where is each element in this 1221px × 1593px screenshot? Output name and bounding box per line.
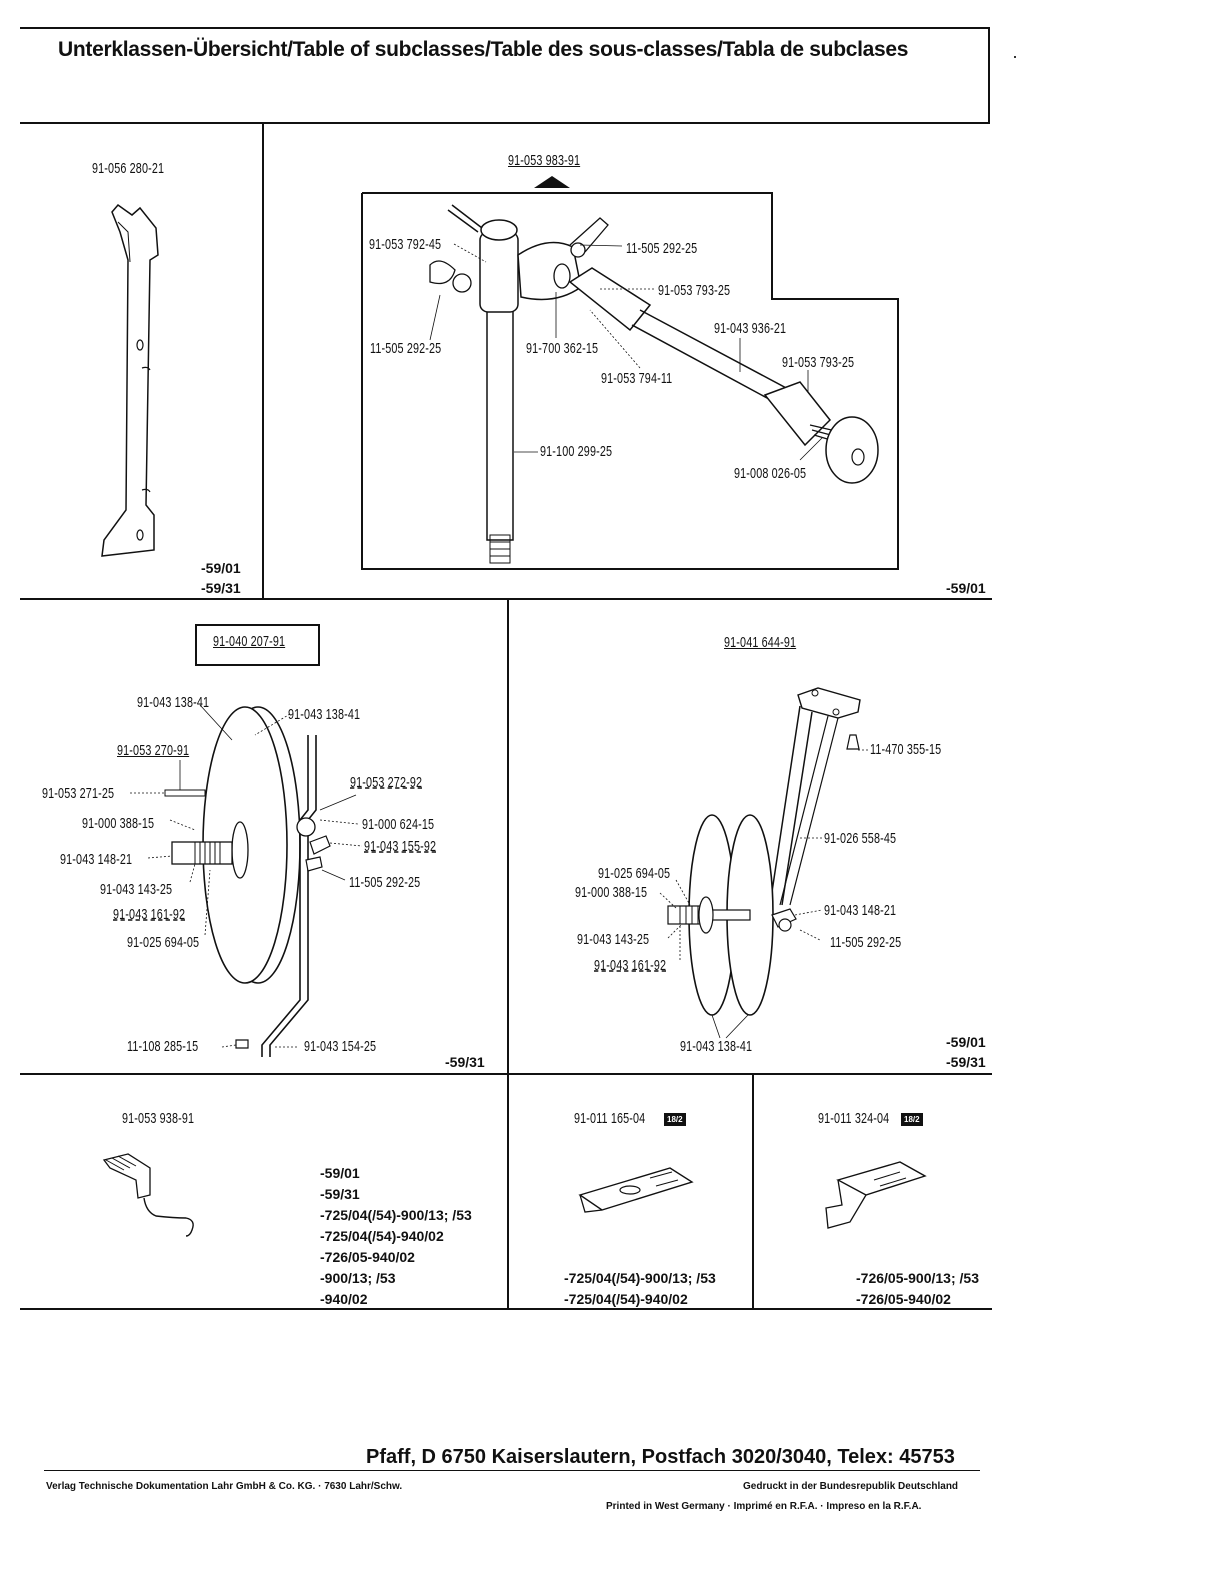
panel2-label-f: 91-700 362-15 (526, 340, 599, 357)
panel2-label-d: 91-053 793-25 (658, 282, 731, 299)
panel5-code-4: -725/04(/54)-940/02 (320, 1228, 444, 1244)
panel3-label-o: 91-043 154-25 (304, 1038, 377, 1055)
panel3-label-b: 91-043 138-41 (288, 706, 361, 723)
footer-rule (44, 1470, 980, 1471)
panel7-part-number: 91-011 324-04 (818, 1110, 890, 1127)
row2-divider (507, 598, 509, 1310)
panel3-code: -59/31 (445, 1054, 485, 1070)
panel3-label-f: 91-000 388-15 (82, 815, 155, 832)
panel4-label-h: 91-043 161-92 (594, 957, 667, 974)
panel1-code-1: -59/01 (201, 560, 241, 576)
panel2-label-i: 91-100 299-25 (540, 443, 613, 460)
panel7-code-1: -726/05-900/13; /53 (856, 1270, 979, 1286)
footer-publisher: Verlag Technische Dokumentation Lahr Gmb… (46, 1481, 403, 1492)
stray-dot (1014, 56, 1016, 58)
footer-printed-de: Gedruckt in der Bundesrepublik Deutschla… (743, 1481, 959, 1492)
row3-bottom-rule (20, 1308, 992, 1310)
panel4-label-a: 11-470 355-15 (870, 741, 942, 758)
panel3-label-i: 91-043 148-21 (60, 851, 133, 868)
panel3-label-n: 11-108 285-15 (127, 1038, 199, 1055)
panel5-part-number: 91-053 938-91 (122, 1110, 195, 1127)
panel3-label-d: 91-053 271-25 (42, 785, 115, 802)
panel2-label-e: 91-043 936-21 (714, 320, 787, 337)
panel3-label-g: 91-000 624-15 (362, 816, 435, 833)
panel4-label-d: 91-000 388-15 (575, 884, 648, 901)
panel2-label-b: 11-505 292-25 (626, 240, 698, 257)
header-right-rule (988, 27, 990, 124)
row2-top-rule (20, 598, 992, 600)
panel3-assembly-box (195, 624, 320, 666)
panel2-label-g: 91-053 793-25 (782, 354, 855, 371)
panel3-label-h: 91-043 155-92 (364, 838, 437, 855)
panel3-label-k: 91-043 143-25 (100, 881, 173, 898)
panel3-label-m: 91-025 694-05 (127, 934, 200, 951)
panel1-code-2: -59/31 (201, 580, 241, 596)
panel6-badge: 18/2 (664, 1113, 686, 1126)
panel5-code-7: -940/02 (320, 1291, 368, 1307)
row3-top-rule (20, 1073, 992, 1075)
panel2-label-h: 91-053 794-11 (601, 370, 673, 387)
panel5-code-5: -726/05-940/02 (320, 1249, 415, 1265)
panel3-label-e: 91-053 272-92 (350, 774, 423, 791)
footer-address: Pfaff, D 6750 Kaiserslautern, Postfach 3… (366, 1446, 955, 1468)
panel5-code-2: -59/31 (320, 1186, 360, 1202)
panel2-label-c: 11-505 292-25 (370, 340, 442, 357)
panel4-assembly-number: 91-041 644-91 (724, 634, 797, 651)
panel4-label-c: 91-025 694-05 (598, 865, 671, 882)
panel6-code-1: -725/04(/54)-900/13; /53 (564, 1270, 716, 1286)
panel6-code-2: -725/04(/54)-940/02 (564, 1291, 688, 1307)
header-top-rule (20, 27, 989, 29)
panel3-label-j: 11-505 292-25 (349, 874, 421, 891)
page-title: Unterklassen-Übersicht/Table of subclass… (58, 38, 909, 61)
panel1-part-number: 91-056 280-21 (92, 160, 165, 177)
panel2-label-a: 91-053 792-45 (369, 236, 442, 253)
row1-top-rule (20, 122, 990, 124)
panel2-label-j: 91-008 026-05 (734, 465, 807, 482)
panel4-label-e: 91-043 148-21 (824, 902, 897, 919)
panel4-code-1: -59/01 (946, 1034, 986, 1050)
panel5-code-6: -900/13; /53 (320, 1270, 396, 1286)
panel4-label-i: 91-043 138-41 (680, 1038, 753, 1055)
panel7-badge: 18/2 (901, 1113, 923, 1126)
panel3-label-c: 91-053 270-91 (117, 742, 190, 759)
panel3-label-l: 91-043 161-92 (113, 906, 186, 923)
panel4-label-f: 91-043 143-25 (577, 931, 650, 948)
panel2-code: -59/01 (946, 580, 986, 596)
panel4-label-b: 91-026 558-45 (824, 830, 897, 847)
footer-printed-multi: Printed in West Germany · Imprimé en R.F… (606, 1501, 922, 1512)
panel6-part-number: 91-011 165-04 (574, 1110, 646, 1127)
panel5-code-3: -725/04(/54)-900/13; /53 (320, 1207, 472, 1223)
panel7-code-2: -726/05-940/02 (856, 1291, 951, 1307)
panel4-code-2: -59/31 (946, 1054, 986, 1070)
row3-divider (752, 1073, 754, 1310)
panel4-label-g: 11-505 292-25 (830, 934, 902, 951)
panel3-label-a: 91-043 138-41 (137, 694, 210, 711)
panel2-assembly-number: 91-053 983-91 (508, 152, 581, 169)
panel3-assembly-number: 91-040 207-91 (213, 633, 286, 650)
panel5-code-1: -59/01 (320, 1165, 360, 1181)
row1-divider (262, 122, 264, 599)
